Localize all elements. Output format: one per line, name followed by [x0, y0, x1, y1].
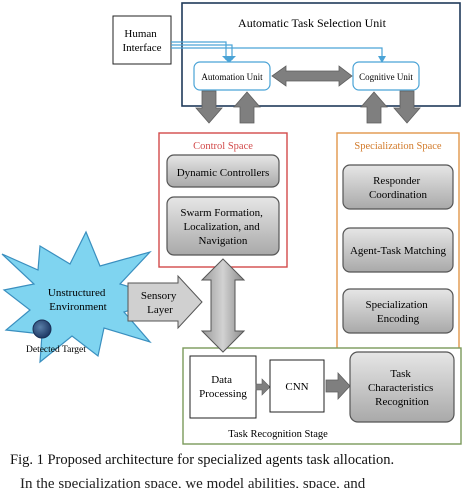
- detected-target-icon: [32, 319, 52, 339]
- human-interface-connectors: [171, 41, 386, 63]
- human-interface-box: [112, 15, 172, 65]
- data-processing-label: Data Processing: [199, 374, 247, 400]
- task-characteristics-label: Task Characteristics Recognition: [368, 368, 436, 408]
- data-to-cnn-arrow: [255, 378, 271, 396]
- responder-coordination-block: [342, 164, 454, 210]
- dynamic-controllers-label: Dynamic Controllers: [177, 167, 270, 179]
- dynamic-controllers-block: [166, 154, 280, 188]
- automation-unit-label: Automation Unit: [201, 72, 263, 82]
- automation-to-control-arrow: [195, 90, 223, 124]
- task-characteristics-block: [349, 351, 455, 423]
- detected-target-label: Detected Target: [26, 345, 86, 355]
- specialization-encoding-label: Specialization Encoding: [365, 299, 430, 325]
- control-recognition-double-arrow: [200, 258, 246, 353]
- swarm-formation-label: Swarm Formation, Localization, and Navig…: [180, 207, 265, 247]
- task-recognition-stage-title: Task Recognition Stage: [228, 429, 328, 440]
- specialization-space-title: Specialization Space: [354, 141, 442, 152]
- sensory-layer-arrow: [127, 274, 203, 330]
- specialization-encoding-block: [342, 288, 454, 334]
- cnn-label: CNN: [285, 381, 308, 393]
- agent-task-matching-label: Agent-Task Matching: [350, 245, 447, 257]
- figure-caption: Fig. 1 Proposed architecture for special…: [10, 452, 395, 468]
- cnn-to-task-arrow: [325, 371, 351, 401]
- swarm-formation-block: [166, 196, 280, 256]
- sensory-layer-label: Sensory Layer: [141, 290, 179, 316]
- automatic-task-selection-unit-title: Automatic Task Selection Unit: [238, 16, 387, 30]
- body-text-cutoff: In the specialization space, we model ab…: [20, 476, 366, 488]
- cognitive-to-specialization-arrow: [393, 90, 421, 124]
- unstructured-environment-label: Unstructured Environment: [48, 287, 108, 313]
- agent-task-matching-block: [342, 227, 454, 273]
- cognitive-unit-box: [352, 61, 420, 91]
- automation-cognitive-double-arrow: [271, 65, 353, 87]
- control-space-title: Control Space: [193, 141, 253, 152]
- cnn-box: [269, 359, 325, 413]
- responder-coordination-label: Responder Coordination: [369, 175, 428, 201]
- automation-unit-box: [193, 61, 271, 91]
- cognitive-unit-label: Cognitive Unit: [359, 72, 413, 82]
- human-interface-label: Human Interface: [122, 28, 161, 54]
- control-to-automation-arrow: [233, 91, 261, 124]
- specialization-to-cognitive-arrow: [360, 91, 388, 124]
- data-processing-box: [189, 355, 257, 419]
- architecture-diagram: Automatic Task Selection Unit Human Inte…: [1, 2, 462, 445]
